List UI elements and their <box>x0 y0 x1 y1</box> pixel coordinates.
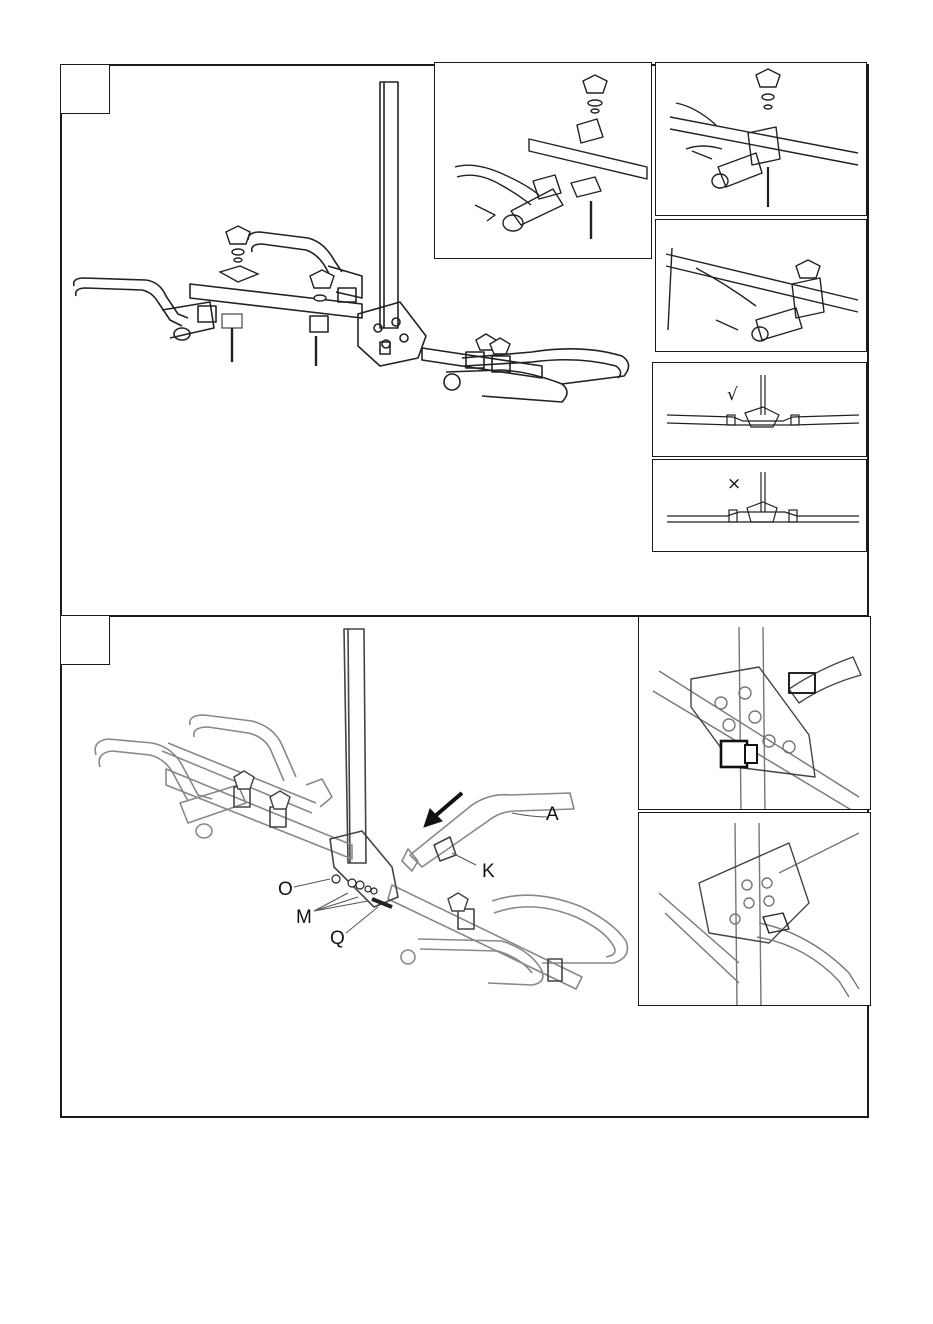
inset-arm-connection-detail <box>638 812 871 1006</box>
part-label-k: K <box>482 861 495 883</box>
inset-incorrect-orientation: × <box>652 459 867 552</box>
part-label-q: Q <box>330 928 345 950</box>
inset-clamp-tightened <box>655 219 867 352</box>
part-label-o: O <box>278 879 293 901</box>
check-mark: √ <box>727 385 738 405</box>
inset-strap-detail <box>638 616 871 810</box>
inset-correct-orientation: √ <box>652 362 867 457</box>
inset-clamp-exploded <box>434 62 652 259</box>
bottom-main-illustration <box>62 617 636 1067</box>
part-label-a: A <box>546 804 559 826</box>
inset-clamp-on-bar <box>655 62 867 216</box>
part-label-m: M <box>296 907 312 929</box>
cross-mark: × <box>727 474 741 494</box>
